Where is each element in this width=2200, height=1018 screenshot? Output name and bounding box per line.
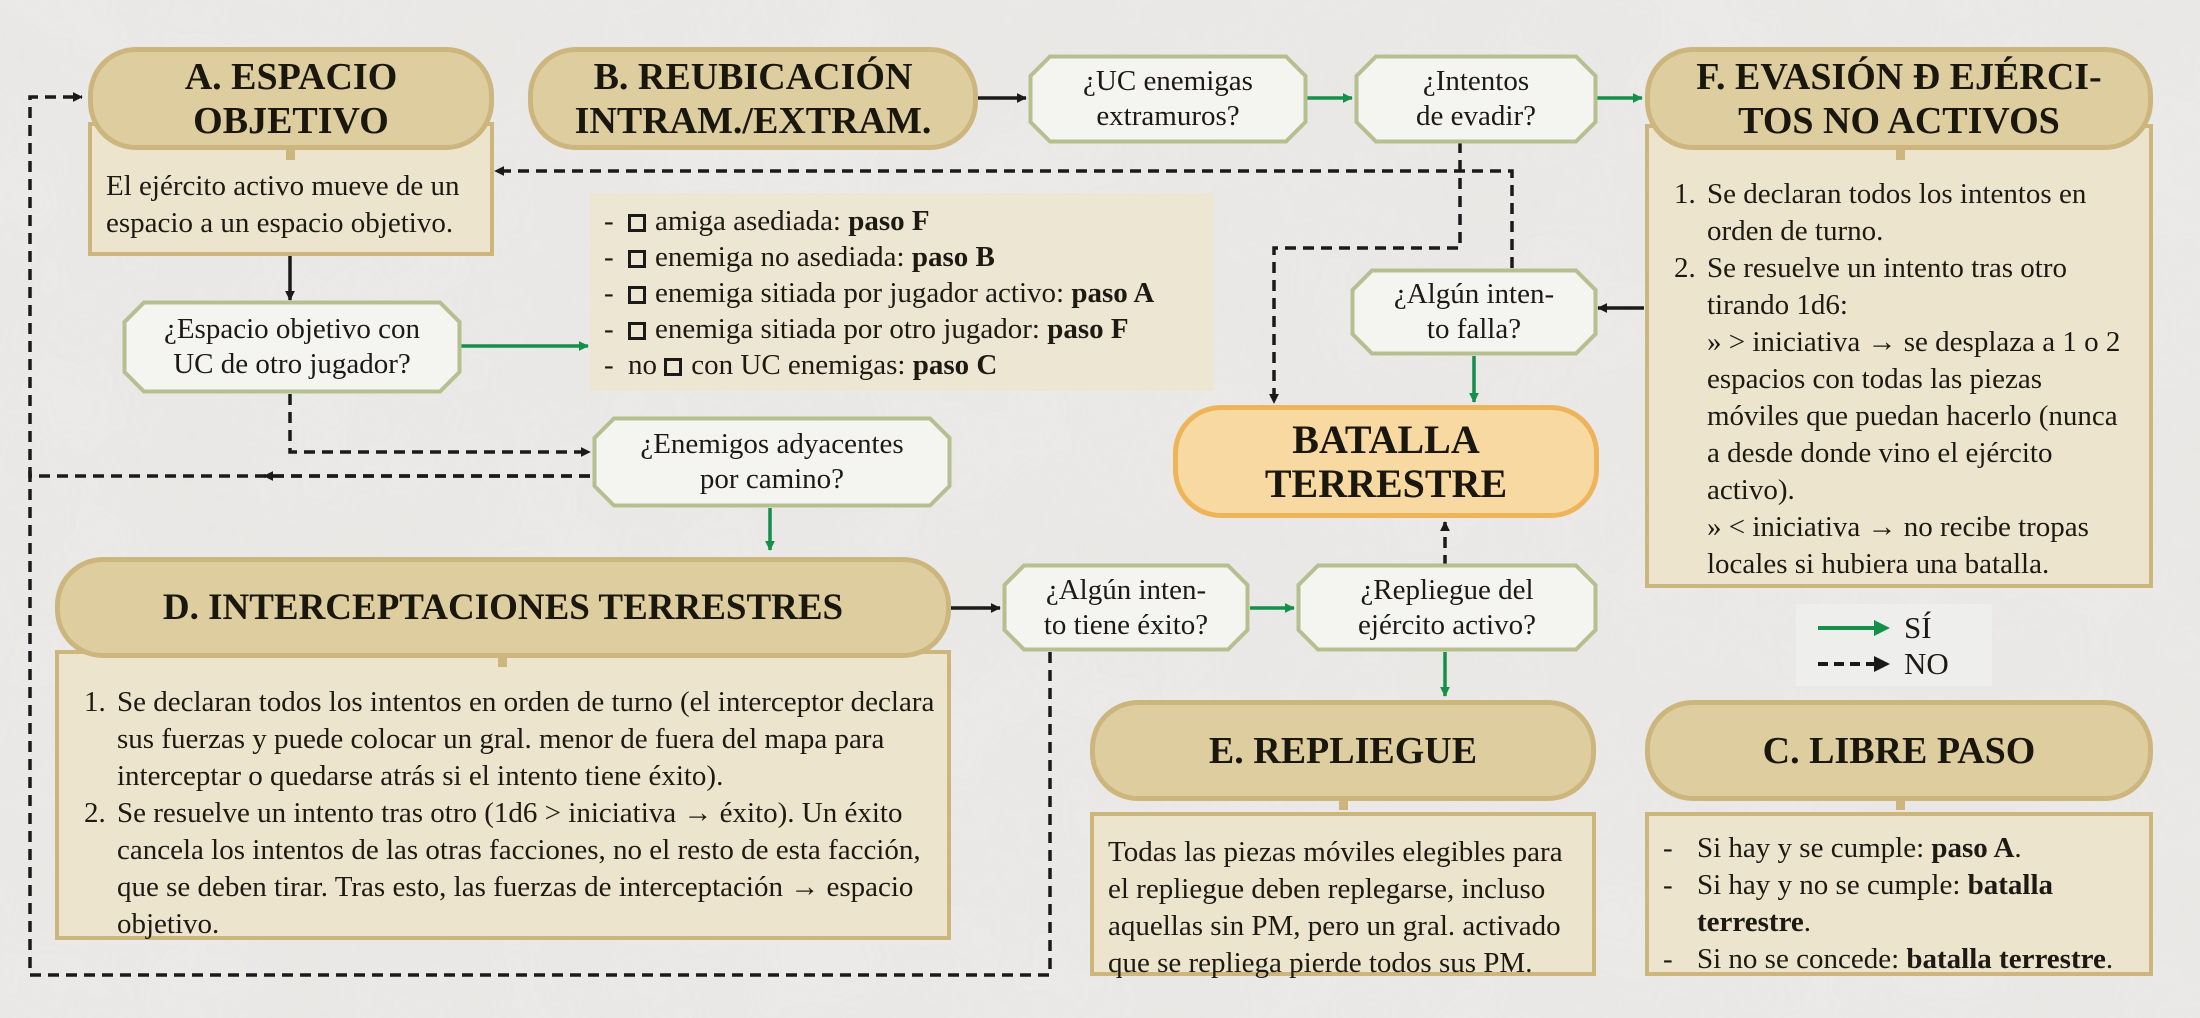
legend: SÍ NO: [1796, 604, 1992, 686]
step-c-title: C. LIBRE PASO: [1762, 729, 2036, 772]
item-text: Si hay y se cumple:: [1697, 832, 1932, 864]
step-f-header: F. EVASIÓN Ð EJÉRCI- TOS NO ACTIVOS: [1645, 47, 2153, 150]
option-text: con UC enemigas:: [691, 349, 913, 381]
step-d-panel: Se declaran todos los intentos en orden …: [55, 650, 951, 940]
fortress-square-icon: [628, 286, 646, 304]
step-f-connector: [1896, 148, 1905, 160]
step-b-option: - enemiga sitiada por otro jugador: paso …: [604, 311, 1214, 347]
octagon-shape: [1002, 563, 1250, 652]
step-a-title: A. ESPACIO OBJETIVO: [184, 55, 398, 142]
option-dash: -: [604, 241, 614, 273]
step-e-title: E. REPLIEGUE: [1208, 729, 1478, 772]
octagon-shape: [1354, 54, 1598, 144]
legend-no: NO: [1816, 646, 1949, 682]
step-c-item: Si hay y se cumple: paso A.: [1653, 830, 2141, 867]
step-b-options-panel: - amiga asediada: paso F - enemiga no asedi…: [590, 193, 1214, 391]
octagon-shape: [1028, 54, 1308, 144]
step-a-header: A. ESPACIO OBJETIVO: [88, 47, 494, 150]
step-f-item-1: Se declaran todos los intentos en orden …: [1703, 176, 2135, 250]
item-period: .: [1803, 906, 1812, 938]
octagon-shape: [592, 416, 952, 508]
option-step: paso B: [911, 241, 995, 273]
step-a-connector: [286, 148, 295, 160]
step-c-item: Si hay y no se cumple: batalla terrestre…: [1653, 867, 2141, 941]
step-f-item-2: Se resuelve un intento tras otro tirando…: [1703, 250, 2135, 324]
item-result: batalla terrestre: [1906, 943, 2106, 975]
step-d-header: D. INTERCEPTACIONES TERRESTRES: [55, 557, 951, 658]
option-text: amiga asediada:: [655, 205, 849, 237]
step-d-item-1: Se declaran todos los intentos en orden …: [113, 684, 937, 795]
question-enemigos-adyacentes: ¿Enemigos adyacentes por camino?: [592, 416, 952, 508]
step-c-header: C. LIBRE PASO: [1645, 700, 2153, 801]
option-dash: -: [604, 349, 614, 381]
step-f-panel: Se declaran todos los intentos en orden …: [1645, 124, 2153, 588]
battle-title: BATALLA TERRESTRE: [1264, 416, 1508, 506]
step-c-items: Si hay y se cumple: paso A.Si hay y no s…: [1653, 830, 2141, 978]
question-espacio-objetivo: ¿Espacio objetivo con UC de otro jugador…: [122, 300, 462, 394]
dashed-arrow-icon: [1818, 656, 1890, 672]
item-text: Si hay y no se cumple:: [1697, 869, 1968, 901]
battle-terrestre-box: BATALLA TERRESTRE: [1173, 405, 1599, 518]
octagon-shape: [1296, 563, 1598, 652]
step-c-connector: [1896, 798, 1905, 810]
step-b-option: -no con UC enemigas: paso C: [604, 347, 1214, 383]
option-step: paso F: [1047, 313, 1129, 345]
step-e-description: Todas las piezas móviles elegibles para …: [1108, 836, 1563, 979]
step-e-connector: [1339, 798, 1348, 810]
item-period: .: [2014, 832, 2022, 864]
question-repliegue-activo: ¿Repliegue del ejército activo?: [1296, 563, 1598, 652]
step-e-panel: Todas las piezas móviles elegibles para …: [1090, 812, 1596, 979]
option-step: paso C: [912, 349, 998, 381]
question-intentos-evadir: ¿Intentos de evadir?: [1354, 54, 1598, 144]
question-algun-exito: ¿Algún inten- to tiene éxito?: [1002, 563, 1250, 652]
option-text: enemiga sitiada por jugador activo:: [655, 277, 1072, 309]
legend-no-label: NO: [1904, 646, 1949, 681]
step-d-title: D. INTERCEPTACIONES TERRESTRES: [162, 586, 844, 628]
legend-yes-label: SÍ: [1904, 610, 1932, 645]
option-text: enemiga sitiada por otro jugador:: [655, 313, 1048, 345]
option-dash: -: [604, 313, 614, 345]
step-f-title: F. EVASIÓN Ð EJÉRCI- TOS NO ACTIVOS: [1696, 55, 2102, 142]
option-step: paso A: [1071, 277, 1155, 309]
green-arrow-icon: [1818, 620, 1890, 636]
step-b-header: B. REUBICACIÓN INTRAM./EXTRAM.: [528, 47, 978, 150]
octagon-shape: [122, 300, 462, 394]
octagon-shape: [1350, 268, 1598, 356]
step-c-panel: Si hay y se cumple: paso A.Si hay y no s…: [1645, 812, 2153, 978]
fortress-square-icon: [628, 250, 646, 268]
step-f-sub-1: » > iniciativa → se desplaza a 1 o 2 esp…: [1707, 326, 2121, 506]
item-result: paso A: [1931, 832, 2015, 864]
step-b-options-list: - amiga asediada: paso F - enemiga no asedi…: [604, 203, 1214, 383]
question-uc-extramuros: ¿UC enemigas extramuros?: [1028, 54, 1308, 144]
step-b-option: - amiga asediada: paso F: [604, 203, 1214, 239]
step-f-sub-2: » < iniciativa → no recibe tropas locale…: [1707, 511, 2089, 580]
step-d-item-2: Se resuelve un intento tras otro (1d6 > …: [113, 795, 937, 943]
step-c-item: Si no se concede: batalla terrestre.: [1653, 941, 2141, 978]
option-prefix: no: [628, 349, 665, 381]
step-a-description: El ejército activo mueve de un espacio a…: [106, 170, 460, 239]
fortress-square-icon: [628, 322, 646, 340]
option-dash: -: [604, 277, 614, 309]
item-period: .: [2105, 943, 2114, 975]
step-b-option: - enemiga no asediada: paso B: [604, 239, 1214, 275]
question-algun-falla: ¿Algún inten- to falla?: [1350, 268, 1598, 356]
legend-yes: SÍ: [1816, 610, 1932, 646]
step-d-connector: [498, 655, 507, 667]
option-dash: -: [604, 205, 614, 237]
option-step: paso F: [848, 205, 930, 237]
step-b-option: - enemiga sitiada por jugador activo: pas…: [604, 275, 1214, 311]
step-b-title: B. REUBICACIÓN INTRAM./EXTRAM.: [574, 55, 932, 142]
item-result: batalla terrestre: [1697, 869, 2054, 938]
fortress-square-icon: [664, 358, 683, 376]
item-text: Si no se concede:: [1697, 943, 1907, 975]
option-text: enemiga no asediada:: [655, 241, 912, 273]
fortress-square-icon: [628, 214, 646, 232]
step-e-header: E. REPLIEGUE: [1090, 700, 1596, 801]
